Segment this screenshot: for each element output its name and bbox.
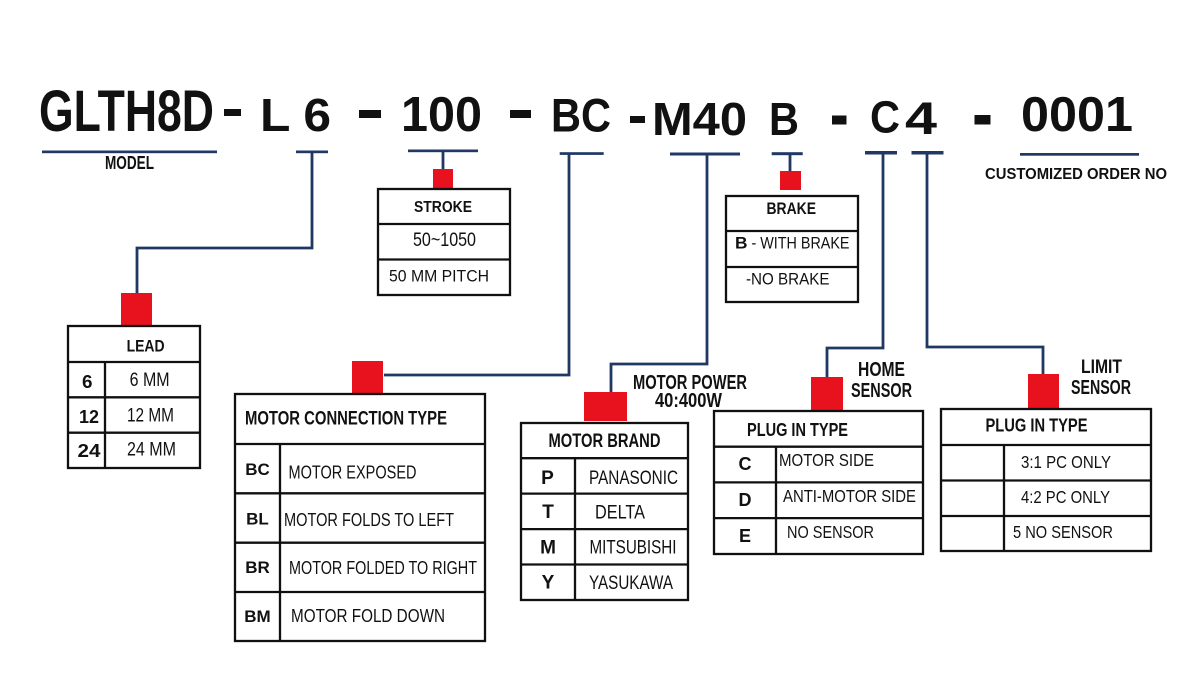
svg-text:100: 100 — [401, 88, 482, 142]
svg-text:6: 6 — [82, 371, 93, 392]
svg-text:BM: BM — [244, 607, 270, 626]
svg-text:BC: BC — [245, 460, 270, 479]
svg-text:BC: BC — [551, 89, 611, 142]
svg-text:D: D — [739, 490, 752, 510]
svg-text:LEAD: LEAD — [127, 337, 165, 356]
svg-text:PLUG IN TYPE: PLUG IN TYPE — [747, 420, 848, 440]
svg-text:MOTOR SIDE: MOTOR SIDE — [779, 450, 874, 470]
svg-text:P: P — [541, 468, 554, 489]
svg-text:C: C — [870, 92, 900, 143]
svg-text:24 MM: 24 MM — [127, 439, 176, 461]
svg-text:T: T — [542, 502, 554, 523]
svg-text:BL: BL — [246, 510, 269, 529]
svg-text:12: 12 — [79, 406, 99, 427]
svg-text:PLUG IN TYPE: PLUG IN TYPE — [986, 415, 1088, 436]
svg-text:Y: Y — [542, 573, 555, 594]
svg-text:E: E — [739, 526, 751, 546]
svg-text:M40: M40 — [652, 93, 747, 145]
svg-text:MOTOR EXPOSED: MOTOR EXPOSED — [289, 462, 417, 483]
svg-text:ANTI-MOTOR SIDE: ANTI-MOTOR SIDE — [783, 486, 916, 506]
svg-text:3:1 PC ONLY: 3:1 PC ONLY — [1021, 452, 1111, 472]
svg-text:12 MM: 12 MM — [127, 405, 174, 427]
svg-text:HOME: HOME — [858, 359, 905, 381]
svg-text:CUSTOMIZED ORDER NO: CUSTOMIZED ORDER NO — [985, 166, 1167, 183]
svg-text:MODEL: MODEL — [105, 153, 154, 173]
svg-text:GLTH8D: GLTH8D — [39, 79, 214, 144]
svg-text:PANASONIC: PANASONIC — [589, 467, 678, 489]
svg-text:STROKE: STROKE — [414, 199, 472, 216]
svg-text:M: M — [540, 538, 556, 559]
svg-text:50 MM PITCH: 50 MM PITCH — [389, 268, 489, 286]
svg-text:6 MM: 6 MM — [130, 369, 170, 391]
svg-text:- WITH BRAKE: - WITH BRAKE — [752, 234, 850, 253]
svg-text:MOTOR FOLD DOWN: MOTOR FOLD DOWN — [291, 605, 445, 626]
svg-text:SENSOR: SENSOR — [1071, 377, 1131, 399]
svg-text:MITSUBISHI: MITSUBISHI — [590, 537, 677, 559]
svg-text:4: 4 — [905, 93, 937, 144]
svg-text:MOTOR CONNECTION TYPE: MOTOR CONNECTION TYPE — [245, 409, 447, 430]
svg-text:SENSOR: SENSOR — [851, 380, 912, 402]
svg-text:MOTOR BRAND: MOTOR BRAND — [549, 431, 661, 452]
svg-text:L 6: L 6 — [260, 89, 331, 141]
svg-text:YASUKAWA: YASUKAWA — [589, 572, 673, 594]
svg-text:NO SENSOR: NO SENSOR — [787, 522, 874, 542]
svg-text:50~1050: 50~1050 — [413, 230, 476, 251]
svg-text:5 NO SENSOR: 5 NO SENSOR — [1013, 522, 1113, 542]
svg-text:DELTA: DELTA — [595, 502, 645, 524]
svg-text:BR: BR — [245, 558, 270, 577]
svg-text:MOTOR FOLDS TO LEFT: MOTOR FOLDS TO LEFT — [284, 509, 454, 530]
svg-text:BRAKE: BRAKE — [767, 199, 817, 218]
svg-text:40:400W: 40:400W — [655, 390, 722, 412]
svg-text:MOTOR FOLDED TO RIGHT: MOTOR FOLDED TO RIGHT — [289, 557, 477, 578]
svg-text:MOTOR POWER: MOTOR POWER — [633, 372, 747, 394]
svg-text:LIMIT: LIMIT — [1081, 357, 1122, 378]
svg-text:B: B — [769, 93, 799, 145]
svg-text:0001: 0001 — [1021, 87, 1133, 142]
svg-text:-NO BRAKE: -NO BRAKE — [746, 270, 830, 289]
svg-text:C: C — [739, 454, 752, 474]
svg-text:24: 24 — [78, 440, 102, 461]
svg-text:4:2 PC ONLY: 4:2 PC ONLY — [1021, 487, 1110, 507]
svg-text:B: B — [735, 234, 748, 253]
